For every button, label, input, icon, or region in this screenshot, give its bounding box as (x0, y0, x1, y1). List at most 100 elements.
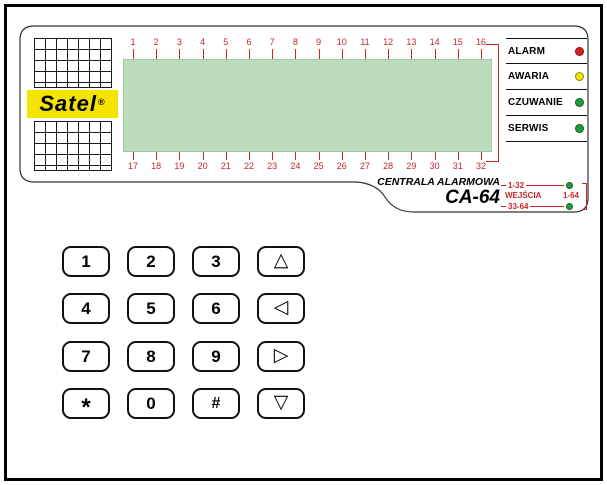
zone-number: 29 (406, 161, 417, 171)
zone-number: 10 (336, 37, 347, 47)
zone-tick (457, 49, 459, 59)
zone-number: 19 (174, 161, 185, 171)
key-arrow-left[interactable]: ◁ (257, 293, 305, 324)
key-8[interactable]: 8 (127, 341, 175, 372)
led-label: CZUWANIE (508, 97, 563, 108)
zone-tick (295, 152, 297, 160)
zone-tick (365, 152, 366, 160)
inputs-range-bottom-label: 33-64 (508, 202, 529, 211)
inputs-label: WEJŚCIA (505, 191, 542, 200)
czuwanie-led (575, 98, 584, 107)
zone-tick (388, 49, 390, 59)
serwis-led (575, 124, 584, 133)
zone-tick (179, 49, 181, 59)
key-arrow-right[interactable]: ▷ (257, 341, 305, 372)
zone-tick (156, 49, 158, 59)
zone-number: 22 (243, 161, 254, 171)
key-arrow-up[interactable]: △ (257, 246, 305, 277)
zone-tick (457, 152, 459, 160)
zone-number: 12 (383, 37, 394, 47)
lcd-display (123, 59, 492, 152)
zone-number: 7 (269, 37, 275, 47)
red-dash (501, 206, 506, 207)
zone-tick (272, 49, 274, 59)
zone-tick (341, 49, 343, 59)
key-arrow-left-glyph: ◁ (273, 297, 289, 318)
status-led-row: AWARIA (506, 64, 587, 90)
zone-number: 25 (313, 161, 324, 171)
key-3[interactable]: 3 (192, 246, 240, 277)
zone-number: 18 (151, 161, 162, 171)
led-label: SERWIS (508, 123, 549, 134)
led-label: ALARM (508, 45, 546, 57)
zone-number: 28 (383, 161, 394, 171)
zone-tick (225, 152, 227, 160)
zone-number: 31 (452, 161, 463, 171)
inputs-top-led (566, 182, 573, 189)
zone-number: 1 (130, 37, 136, 47)
zone-number: 27 (359, 161, 370, 171)
key-9-glyph: 9 (211, 346, 221, 366)
zone-tick (249, 49, 250, 59)
zone-number: 4 (200, 37, 206, 47)
key-arrow-up-glyph: △ (273, 250, 289, 271)
key-4-glyph: 4 (81, 298, 91, 318)
key-1[interactable]: 1 (62, 246, 110, 277)
zone-number: 8 (292, 37, 298, 47)
key-hash-glyph: # (211, 394, 221, 412)
key-hash[interactable]: # (192, 388, 240, 419)
zone-number: 20 (197, 161, 208, 171)
zone-number: 5 (223, 37, 229, 47)
outer-frame (4, 4, 603, 481)
model-label: CENTRALA ALARMOWA CA-64 (310, 176, 500, 208)
zone-number: 15 (452, 37, 463, 47)
red-line (526, 185, 564, 186)
registered-mark: ® (97, 97, 106, 107)
model-name: CA-64 (445, 187, 500, 208)
zone-number: 32 (475, 161, 486, 171)
key-2[interactable]: 2 (127, 246, 175, 277)
inputs-row-middle: WEJŚCIA 1-64 (505, 191, 579, 200)
zone-tick (133, 152, 134, 160)
zone-number: 2 (153, 37, 159, 47)
red-line (530, 206, 564, 207)
status-led-row: CZUWANIE (506, 90, 587, 116)
zone-tick (411, 152, 413, 160)
awaria-led (575, 72, 584, 81)
zone-tick (411, 49, 413, 59)
inputs-full-range-label: 1-64 (562, 191, 579, 200)
led-section-divider (498, 44, 499, 162)
zone-tick (434, 49, 436, 59)
zone-tick (133, 49, 134, 59)
key-star[interactable]: * (62, 388, 110, 421)
key-arrow-down[interactable]: ▽ (257, 388, 305, 419)
key-arrow-right-glyph: ▷ (273, 345, 289, 366)
inputs-range-top-label: 1-32 (508, 181, 525, 190)
key-5[interactable]: 5 (127, 293, 175, 324)
key-0-glyph: 0 (146, 393, 156, 413)
zone-tick (156, 152, 158, 160)
zone-tick (295, 49, 297, 59)
key-7-glyph: 7 (81, 346, 91, 366)
led-label: AWARIA (508, 71, 550, 82)
key-2-glyph: 2 (146, 251, 156, 271)
zone-tick (318, 49, 320, 59)
zone-number: 14 (429, 37, 440, 47)
inputs-bottom-led (566, 203, 573, 210)
logo-hatch-top (34, 38, 112, 88)
status-led-table: ALARM AWARIA CZUWANIE SERWIS (506, 38, 587, 142)
key-star-glyph: * (81, 393, 91, 421)
zone-bracket-stub-top (486, 44, 499, 45)
zone-number: 17 (127, 161, 138, 171)
zone-bracket-stub-bottom (486, 161, 499, 162)
zone-number: 11 (360, 37, 370, 47)
zone-tick (179, 152, 181, 160)
key-0[interactable]: 0 (127, 388, 175, 419)
key-9[interactable]: 9 (192, 341, 240, 372)
model-title: CENTRALA ALARMOWA (377, 176, 500, 188)
status-led-row: SERWIS (506, 116, 587, 142)
key-4[interactable]: 4 (62, 293, 110, 324)
key-7[interactable]: 7 (62, 341, 110, 372)
key-6[interactable]: 6 (192, 293, 240, 324)
